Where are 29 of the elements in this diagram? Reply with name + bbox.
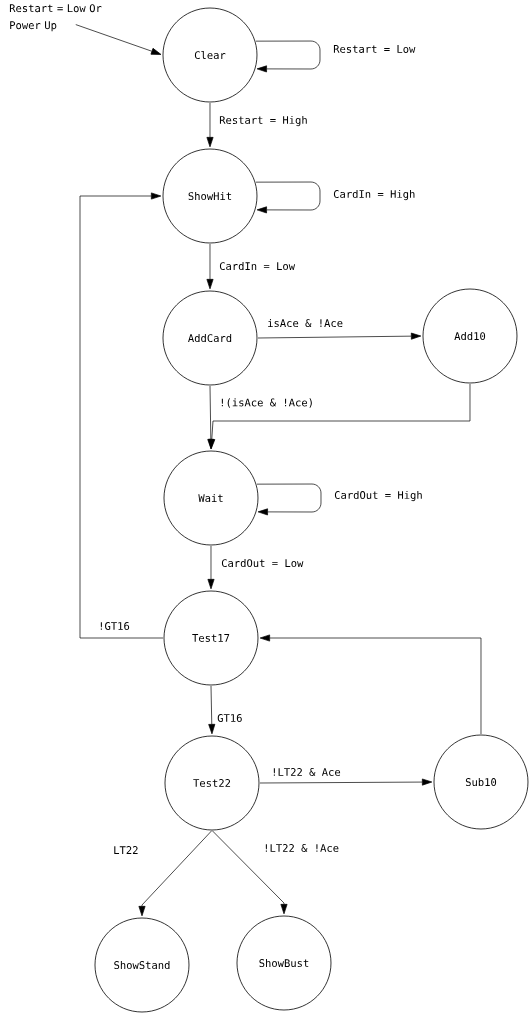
edge-label: !LT22 & Ace xyxy=(270,767,342,777)
arrow xyxy=(255,181,321,214)
edge-label: CardOut = High xyxy=(333,489,424,503)
edge-label: !(isAce & !Ace) xyxy=(218,397,315,409)
edge-label: CardOut = Low xyxy=(220,557,305,569)
edge-label: Restart = Low xyxy=(332,44,417,54)
arrow xyxy=(138,830,212,917)
edge-label: !LT22 & !Ace xyxy=(262,843,341,853)
edge-label: GT16 xyxy=(216,713,244,723)
arrow xyxy=(257,332,422,340)
start-label: Restart = Low Or Power Up xyxy=(9,4,102,32)
arrow xyxy=(255,40,321,73)
edge-label: CardIn = High xyxy=(332,188,417,202)
edge-label: Restart = High xyxy=(218,114,309,128)
arrow xyxy=(208,383,471,450)
arrow xyxy=(259,634,482,735)
arrow xyxy=(79,192,164,639)
arrow xyxy=(208,685,216,735)
arrow xyxy=(206,243,214,290)
arrow xyxy=(207,545,215,590)
edge-label: !GT16 xyxy=(97,621,131,631)
edge-label: isAce & !Ace xyxy=(266,317,345,329)
arrow xyxy=(206,102,214,148)
arrow xyxy=(256,483,322,516)
edge-label: LT22 xyxy=(112,845,140,855)
arrow xyxy=(212,830,288,915)
edge-label: CardIn = Low xyxy=(218,260,297,272)
arrow xyxy=(259,778,433,786)
arrow xyxy=(75,24,162,55)
